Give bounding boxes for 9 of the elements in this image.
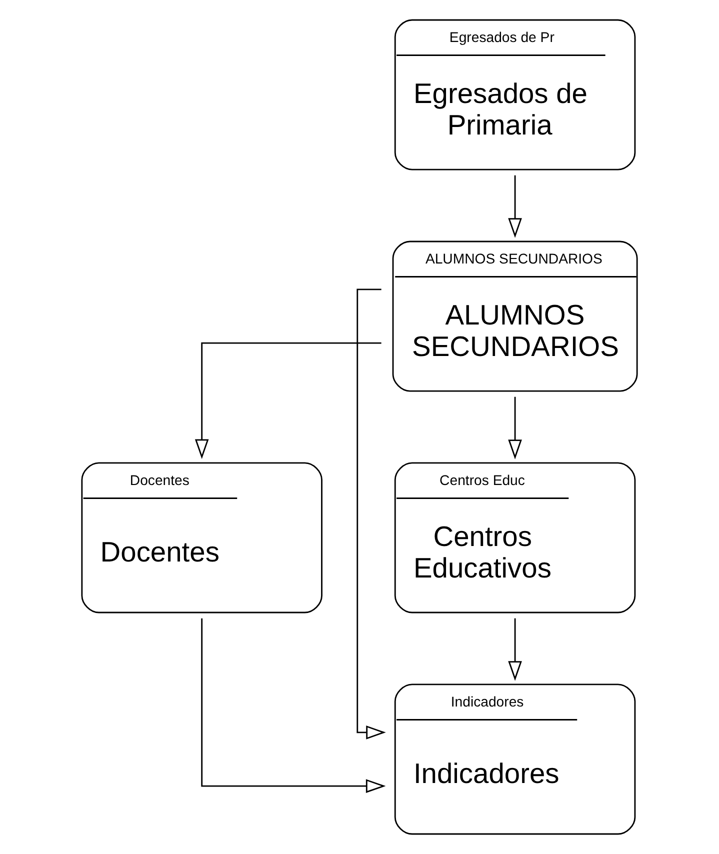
node-box: Centros Educ Centros Educativos bbox=[394, 462, 636, 614]
arrow bbox=[194, 342, 382, 459]
arrow bbox=[508, 396, 522, 460]
arrow bbox=[508, 618, 522, 681]
node-box: Egresados de Pr Egresados de Primaria bbox=[394, 19, 636, 170]
arrow bbox=[508, 175, 522, 238]
node-box: Indicadores Indicadores bbox=[394, 684, 636, 835]
arrow bbox=[201, 618, 386, 793]
arrow bbox=[356, 288, 386, 740]
